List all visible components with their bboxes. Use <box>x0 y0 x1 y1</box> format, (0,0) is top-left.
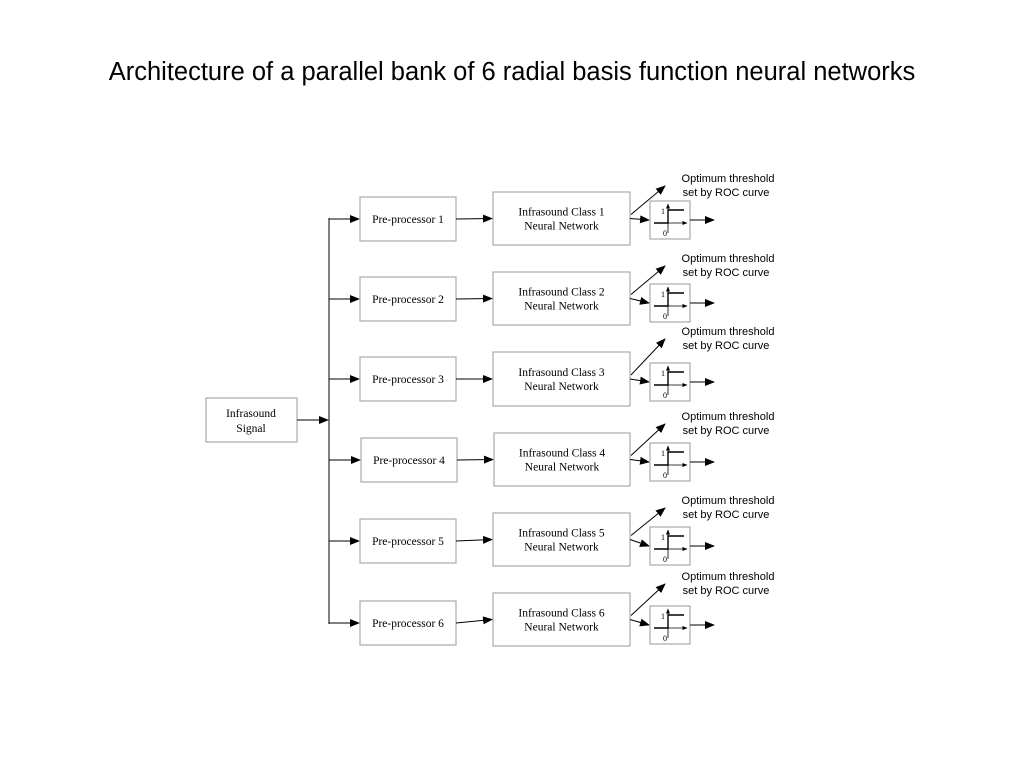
threshold-1-pointer-arrow <box>630 185 666 215</box>
preprocessor-4-label: Pre-processor 4 <box>373 455 445 467</box>
branch-6: Pre-processor 6 Infrasound Class 6 Neural … <box>329 571 775 647</box>
step-6-low-label: 0 <box>663 634 667 643</box>
branch-5: Pre-processor 5 Infrasound Class 5 Neural … <box>329 495 775 567</box>
network-5-to-threshold-arrow <box>629 539 650 547</box>
step-function-2-icon: 10 <box>649 283 691 323</box>
network-2-box <box>492 271 631 326</box>
step-1-low-label: 0 <box>663 229 667 238</box>
branch-3: Pre-processor 3 Infrasound Class 3 Neural … <box>329 326 775 407</box>
preprocessor-3-box <box>359 356 457 402</box>
network-6-label-line1: Infrasound Class 6 <box>518 608 604 620</box>
threshold-6-annotation-line2: set by ROC curve <box>683 585 770 597</box>
input-label-line2: Signal <box>236 423 265 435</box>
threshold-2-annotation-line2: set by ROC curve <box>683 267 770 279</box>
threshold-3-pointer-arrow <box>630 338 666 376</box>
network-5-label-line2: Neural Network <box>524 542 599 554</box>
step-1-high-label: 1 <box>661 207 665 216</box>
threshold-4-annotation-line1: Optimum threshold <box>682 411 775 423</box>
network-1-label-line1: Infrasound Class 1 <box>518 207 604 219</box>
network-5-label-line1: Infrasound Class 5 <box>518 528 604 540</box>
network-5-box <box>492 512 631 567</box>
network-3-label-line2: Neural Network <box>524 381 599 393</box>
network-4-box <box>493 432 631 487</box>
threshold-2-annotation-line1: Optimum threshold <box>682 253 775 265</box>
preprocessor-2-box <box>359 276 457 322</box>
network-6-label-line2: Neural Network <box>524 622 599 634</box>
threshold-5-annotation-line2: set by ROC curve <box>683 509 770 521</box>
preprocessor-3-label: Pre-processor 3 <box>372 374 444 386</box>
step-function-3-icon: 10 <box>649 362 691 402</box>
preprocessor-4-to-network-arrow <box>456 455 494 464</box>
threshold-4-pointer-arrow <box>630 423 666 456</box>
step-function-1-icon: 10 <box>649 200 691 240</box>
network-1-box <box>492 191 631 246</box>
branch-1: Pre-processor 1 Infrasound Class 1 Neural … <box>329 173 775 246</box>
network-4-to-threshold-arrow <box>629 456 650 465</box>
network-3-to-threshold-arrow <box>629 376 650 385</box>
network-1-to-threshold-arrow <box>629 215 650 224</box>
step-function-6-icon: 10 <box>649 605 691 645</box>
preprocessor-2-to-network-arrow <box>455 294 493 303</box>
preprocessor-5-label: Pre-processor 5 <box>372 536 444 548</box>
network-4-label-line1: Infrasound Class 4 <box>519 448 605 460</box>
step-5-low-label: 0 <box>663 555 667 564</box>
preprocessor-5-box <box>359 518 457 564</box>
network-3-label-line1: Infrasound Class 3 <box>518 367 604 379</box>
preprocessor-5-to-network-arrow <box>455 535 493 544</box>
step-6-high-label: 1 <box>661 612 665 621</box>
step-2-low-label: 0 <box>663 312 667 321</box>
branch-2: Pre-processor 2 Infrasound Class 2 Neural … <box>329 253 775 326</box>
preprocessor-6-box <box>359 600 457 646</box>
threshold-3-annotation-line2: set by ROC curve <box>683 340 770 352</box>
step-4-low-label: 0 <box>663 471 667 480</box>
step-function-5-icon: 10 <box>649 526 691 566</box>
network-2-label-line1: Infrasound Class 2 <box>518 287 604 299</box>
threshold-5-annotation-line1: Optimum threshold <box>682 495 775 507</box>
infrasound-signal-block: Infrasound Signal <box>205 397 298 443</box>
threshold-2-pointer-arrow <box>630 265 666 295</box>
threshold-5-pointer-arrow <box>630 507 666 536</box>
threshold-1-annotation-line2: set by ROC curve <box>683 187 770 199</box>
threshold-6-annotation-line1: Optimum threshold <box>682 571 775 583</box>
branch-4: Pre-processor 4 Infrasound Class 4 Neural … <box>329 411 775 487</box>
preprocessor-1-label: Pre-processor 1 <box>372 214 444 226</box>
preprocessor-2-label: Pre-processor 2 <box>372 294 444 306</box>
branch-group: Pre-processor 1 Infrasound Class 1 Neural … <box>329 173 775 647</box>
page-title: Architecture of a parallel bank of 6 rad… <box>108 58 916 86</box>
network-2-to-threshold-arrow <box>629 297 650 305</box>
network-6-to-threshold-arrow <box>629 618 650 627</box>
step-4-high-label: 1 <box>661 449 665 458</box>
preprocessor-1-box <box>359 196 457 242</box>
preprocessor-1-to-network-arrow <box>455 214 493 223</box>
preprocessor-6-label: Pre-processor 6 <box>372 618 444 630</box>
threshold-6-pointer-arrow <box>630 583 666 616</box>
network-4-label-line2: Neural Network <box>525 462 600 474</box>
preprocessor-4-box <box>360 437 458 483</box>
preprocessor-6-to-network-arrow <box>455 616 493 625</box>
network-2-label-line2: Neural Network <box>524 301 599 313</box>
step-5-high-label: 1 <box>661 533 665 542</box>
input-label-line1: Infrasound <box>226 408 276 420</box>
step-2-high-label: 1 <box>661 290 665 299</box>
step-3-low-label: 0 <box>663 391 667 400</box>
network-3-box <box>492 351 631 407</box>
threshold-3-annotation-line1: Optimum threshold <box>682 326 775 338</box>
network-1-label-line2: Neural Network <box>524 221 599 233</box>
threshold-4-annotation-line2: set by ROC curve <box>683 425 770 437</box>
step-3-high-label: 1 <box>661 369 665 378</box>
threshold-1-annotation-line1: Optimum threshold <box>682 173 775 185</box>
step-function-4-icon: 10 <box>649 442 691 482</box>
network-6-box <box>492 592 631 647</box>
